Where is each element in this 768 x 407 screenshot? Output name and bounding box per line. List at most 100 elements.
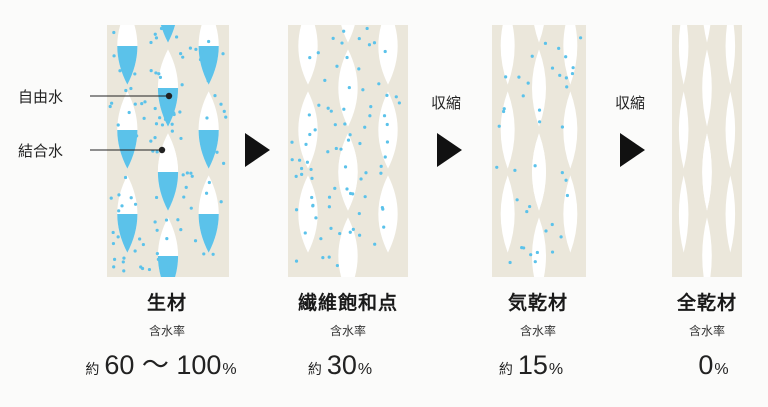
bound-water-dot: [497, 124, 501, 128]
bound-water-dot: [357, 233, 362, 237]
cell-lumen: [341, 25, 355, 43]
stage-title-fiber-saturation-point: 繊維飽和点: [297, 292, 399, 314]
bound-water-dot: [198, 57, 203, 62]
bound-water-dot: [347, 85, 351, 90]
arrow-right-icon-3: [620, 133, 645, 167]
cell-lumen: [500, 175, 515, 253]
bound-water-dot: [290, 140, 294, 144]
bound-water-dot: [297, 158, 302, 162]
bound-water-dot: [517, 75, 521, 79]
cell-lumen: [725, 25, 736, 85]
bound-water-dot: [348, 230, 352, 234]
bound-water-dot: [305, 160, 310, 164]
cell-lumen: [378, 91, 398, 169]
bound-water-dot: [495, 165, 499, 169]
bound-water-dot: [333, 123, 337, 127]
bound-water-dot: [564, 55, 568, 59]
bound-water-dot: [123, 175, 128, 180]
cell-lumen: [703, 25, 711, 43]
bound-water-dot: [504, 75, 508, 79]
bound-water-dot: [385, 93, 389, 97]
bound-water-dot: [180, 83, 184, 87]
percent-unit: %: [222, 361, 237, 378]
bound-water-dot: [154, 36, 159, 40]
cell-lumen: [702, 49, 712, 127]
leader-dot-bound-water: [158, 146, 166, 154]
bound-water-dot: [313, 128, 317, 132]
cell-lumen: [338, 217, 358, 277]
bound-water-dot: [205, 116, 209, 120]
bound-water-dot: [211, 252, 215, 256]
callout-free-water: 自由水: [18, 88, 64, 106]
approx-prefix: 約: [307, 362, 322, 378]
bound-water-dot: [363, 195, 367, 199]
bound-water-dot: [533, 260, 537, 264]
moisture-value-oven-dried-wood: 0%: [693, 352, 728, 379]
bound-water-dot: [351, 227, 355, 231]
bound-water-dot: [153, 136, 157, 140]
percent-unit: %: [548, 361, 564, 378]
moisture-number: 15: [517, 350, 548, 380]
bound-water-dot: [127, 110, 131, 115]
bound-water-dot: [112, 265, 116, 269]
bound-water-dot: [327, 205, 331, 209]
bound-water-dot: [342, 107, 346, 111]
wood-cell-panel-4: [672, 25, 742, 277]
bound-water-dot: [149, 40, 153, 45]
bound-water-dot: [346, 138, 351, 142]
moisture-label: 含水率: [329, 324, 367, 338]
bound-water-dot: [111, 241, 116, 246]
bound-water-dot: [326, 150, 330, 154]
bound-water-dot: [164, 218, 169, 222]
cell-lumen: [678, 25, 689, 85]
cell-lumen: [678, 91, 689, 169]
wood-cell-panel-3: [492, 25, 586, 277]
bound-water-dot: [382, 225, 386, 229]
bound-water-dot: [368, 114, 372, 118]
wood-cell-panel-1: [107, 25, 229, 277]
bound-water-dot: [538, 120, 542, 124]
bound-water-dot: [565, 193, 570, 198]
bound-water-dot: [513, 168, 517, 172]
bound-water-dot: [122, 256, 126, 260]
bound-water-dot: [365, 26, 369, 31]
bound-water-dot: [149, 139, 153, 143]
bound-water-dot: [133, 72, 137, 76]
bound-water-dot: [522, 246, 526, 250]
bound-water-dot: [206, 79, 210, 83]
stage-title-oven-dried-wood: 全乾材: [676, 292, 738, 314]
approx-prefix: 約: [85, 362, 100, 378]
bound-water-dot: [155, 251, 159, 256]
bound-water-dot: [559, 235, 563, 239]
bound-water-dot: [310, 195, 314, 200]
bound-water-dot: [557, 46, 561, 50]
bound-water-dot: [153, 220, 157, 224]
bound-water-dot: [181, 173, 185, 177]
bound-water-dot: [361, 88, 365, 92]
bound-water-dot: [182, 195, 186, 199]
bound-water-dot: [342, 29, 346, 33]
bound-water-dot: [179, 136, 183, 141]
bound-water-dot: [544, 229, 548, 233]
bound-water-dot: [339, 147, 343, 151]
percent-unit: %: [714, 361, 729, 378]
bound-water-dot: [329, 226, 333, 230]
bound-water-dot: [357, 67, 361, 71]
cell-lumen: [725, 175, 736, 253]
bound-water-dot: [333, 186, 337, 190]
bound-water-dot: [170, 129, 174, 133]
bound-water-dot: [154, 122, 159, 126]
bound-water-dot: [294, 259, 299, 263]
bound-water-dot: [377, 82, 381, 86]
bound-water-dot: [193, 239, 198, 243]
bound-water-dot: [125, 143, 130, 148]
bound-water-dot: [327, 195, 332, 199]
cell-lumen: [563, 91, 578, 169]
bound-water-dot: [207, 180, 211, 185]
bound-water-dot: [181, 55, 185, 59]
cell-lumen: [678, 175, 689, 253]
bound-water-dot: [397, 101, 401, 105]
bound-water-dot: [323, 78, 327, 82]
